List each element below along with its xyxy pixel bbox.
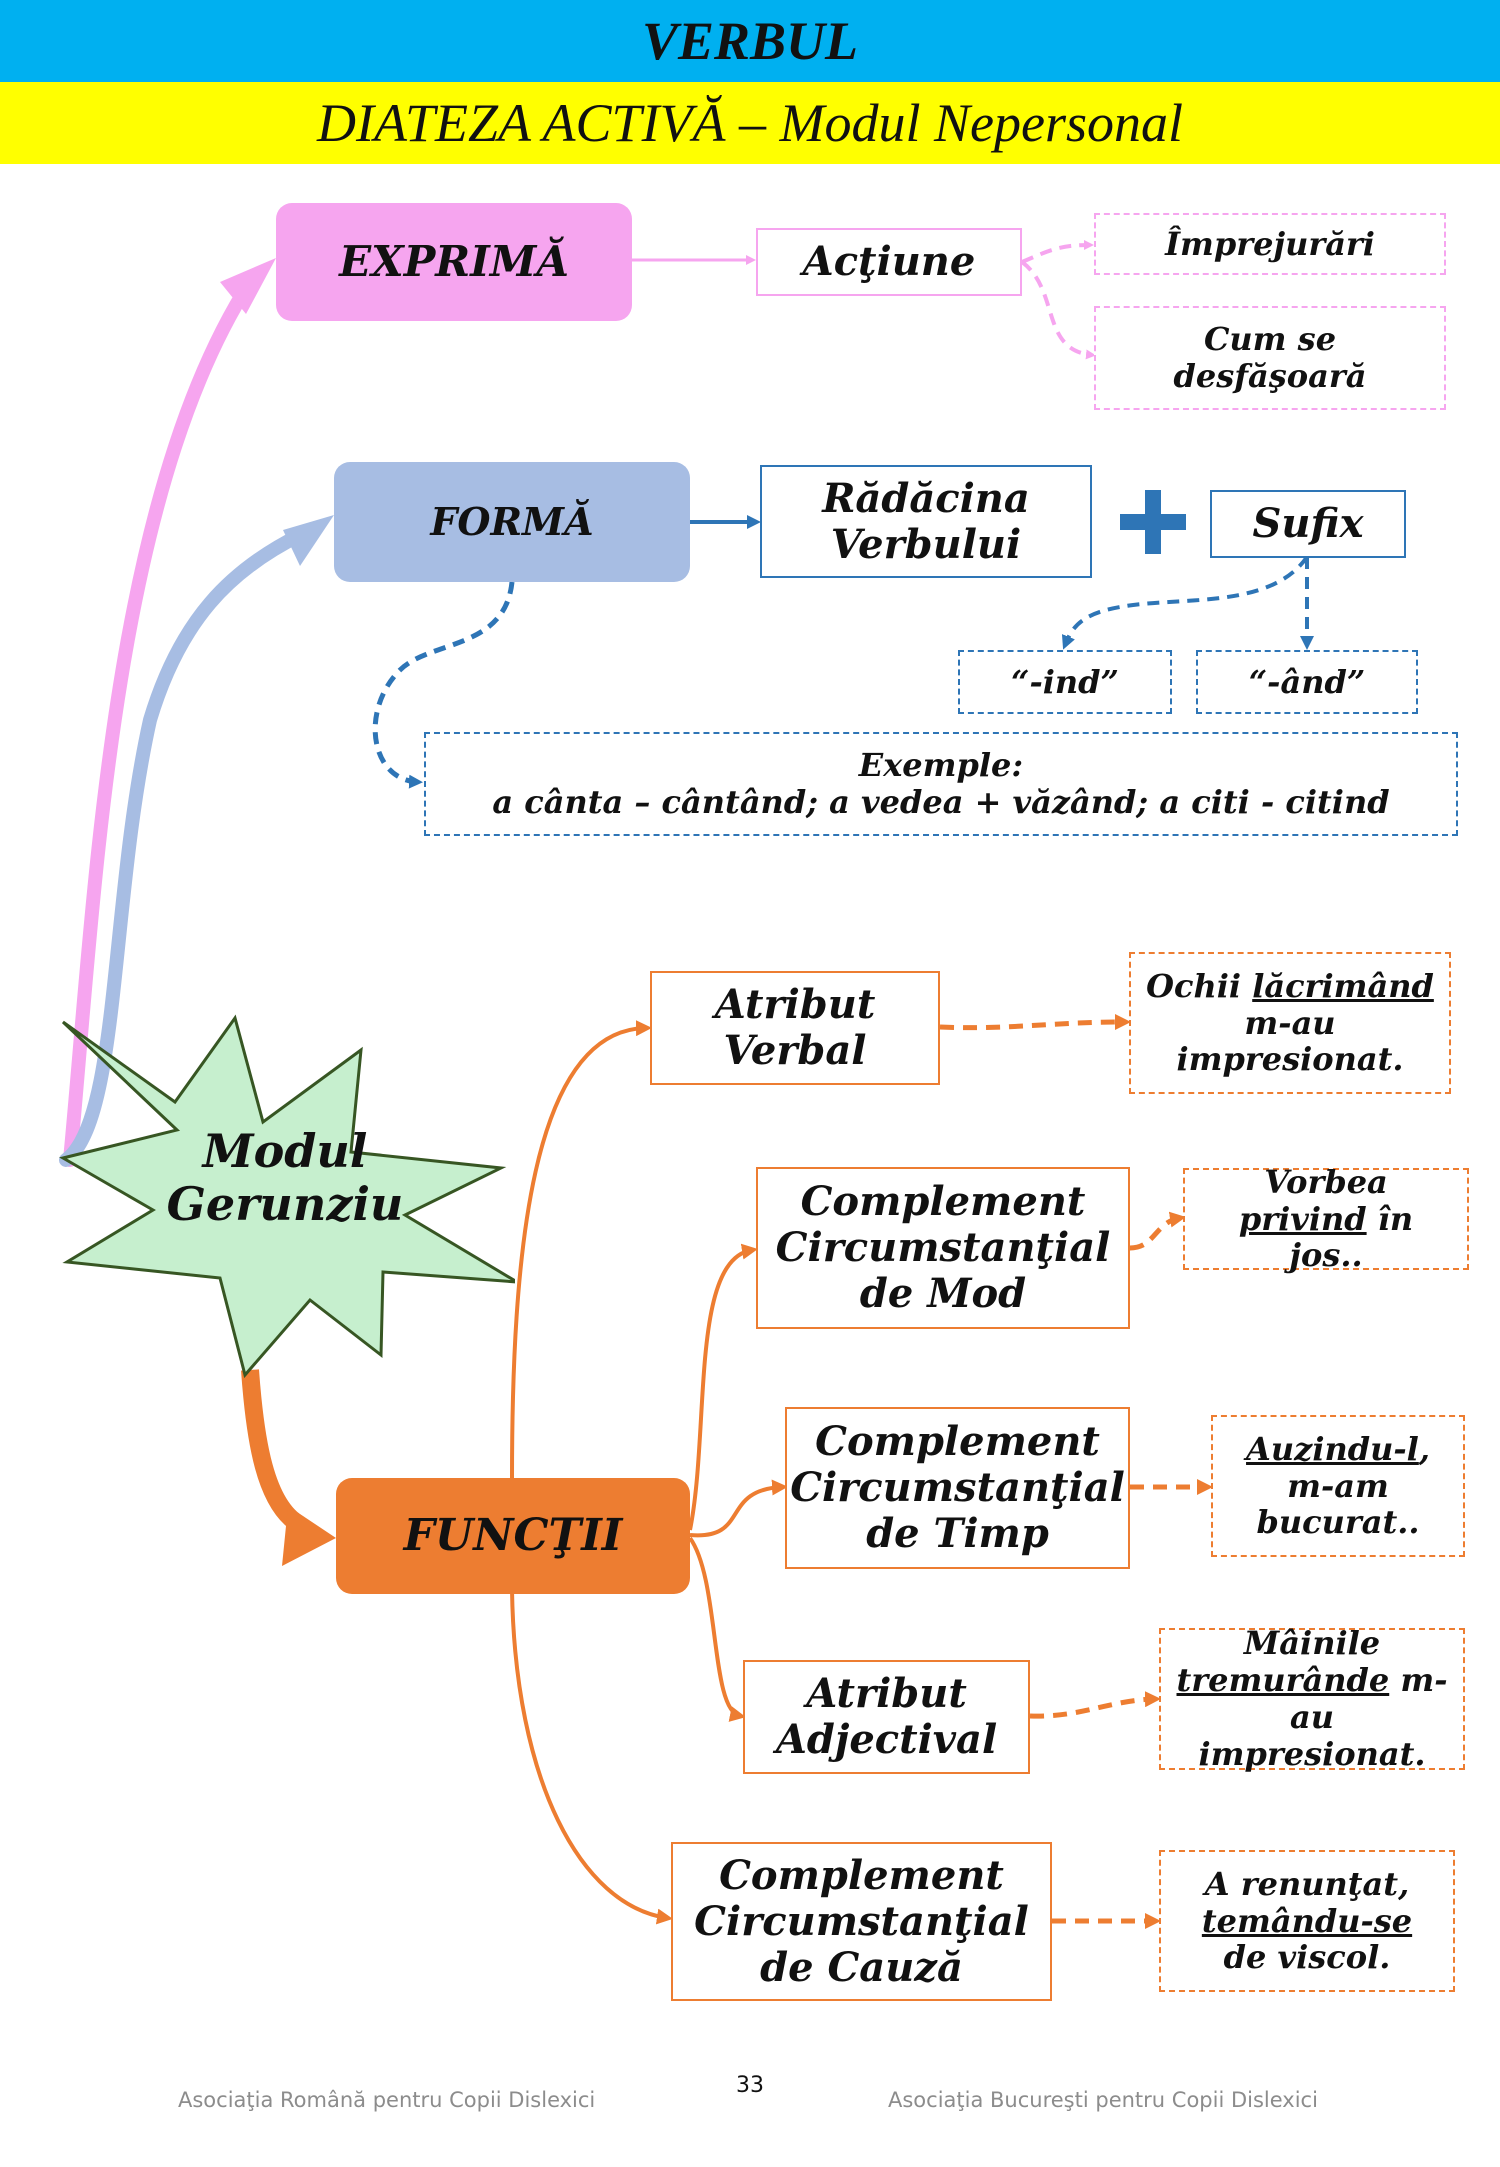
- footer-left: Asociaţia Română pentru Copii Dislexici: [178, 2088, 596, 2112]
- arrowhead-forma: [283, 515, 334, 566]
- function-atribut-adjectival: Atribut Adjectival: [743, 1660, 1030, 1774]
- arrow-star-to-functii: [241, 1369, 306, 1533]
- example-cc-mod: Vorbea privind în jos..: [1183, 1163, 1469, 1274]
- suffix-ind-node: “-ind”: [958, 650, 1172, 714]
- radacina-verbului-node: Rădăcina Verbului: [760, 465, 1092, 578]
- imprejurari-node: Împrejurări: [1094, 213, 1446, 275]
- arrowhead-functii: [282, 1506, 336, 1566]
- actiune-node: Acţiune: [756, 228, 1022, 296]
- function-atribut-verbal: Atribut Verbal: [650, 971, 940, 1085]
- arrowhead-exprima: [220, 258, 276, 314]
- example-atribut-verbal: Ochii lăcrimând m-au impresionat.: [1129, 952, 1451, 1094]
- example-cc-timp: Auzindu-l, m-am bucurat..: [1211, 1415, 1465, 1557]
- sufix-node: Sufix: [1210, 490, 1406, 558]
- page-number: 33: [736, 2073, 764, 2098]
- footer-right: Asociaţia Bucureşti pentru Copii Dislexi…: [888, 2088, 1318, 2112]
- gerunziu-label: Modul Gerunziu: [166, 1124, 404, 1231]
- page-subtitle: DIATEZA ACTIVĂ – Modul Nepersonal: [316, 93, 1183, 153]
- function-cc-timp: Complement Circumstanţial de Timp: [785, 1407, 1130, 1569]
- function-cc-mod: Complement Circumstanţial de Mod: [756, 1167, 1130, 1329]
- cum-se-desfasoara-node: Cum se desfăşoară: [1094, 306, 1446, 410]
- forma-node: FORMĂ: [334, 462, 690, 582]
- exemple-node: Exemple: a cânta – cântând; a vedea + vă…: [424, 732, 1458, 836]
- example-cc-cauza: A renunţat, temându-se de viscol.: [1159, 1850, 1455, 1992]
- plus-icon: [1120, 490, 1186, 554]
- title-band: VERBUL: [0, 0, 1500, 82]
- function-cc-cauza: Complement Circumstanţial de Cauză: [671, 1842, 1052, 2001]
- example-atribut-adjectival: Mâinile tremurânde m-au impresionat.: [1159, 1625, 1465, 1772]
- gerunziu-star-shape: [59, 1014, 515, 1379]
- functii-node: FUNCŢII: [336, 1478, 690, 1594]
- subtitle-band: DIATEZA ACTIVĂ – Modul Nepersonal: [0, 82, 1500, 164]
- exprima-node: EXPRIMĂ: [276, 203, 632, 321]
- suffix-and-node: “-ând”: [1196, 650, 1418, 714]
- page-title: VERBUL: [641, 11, 859, 71]
- arrow-star-to-forma: [59, 528, 307, 1167]
